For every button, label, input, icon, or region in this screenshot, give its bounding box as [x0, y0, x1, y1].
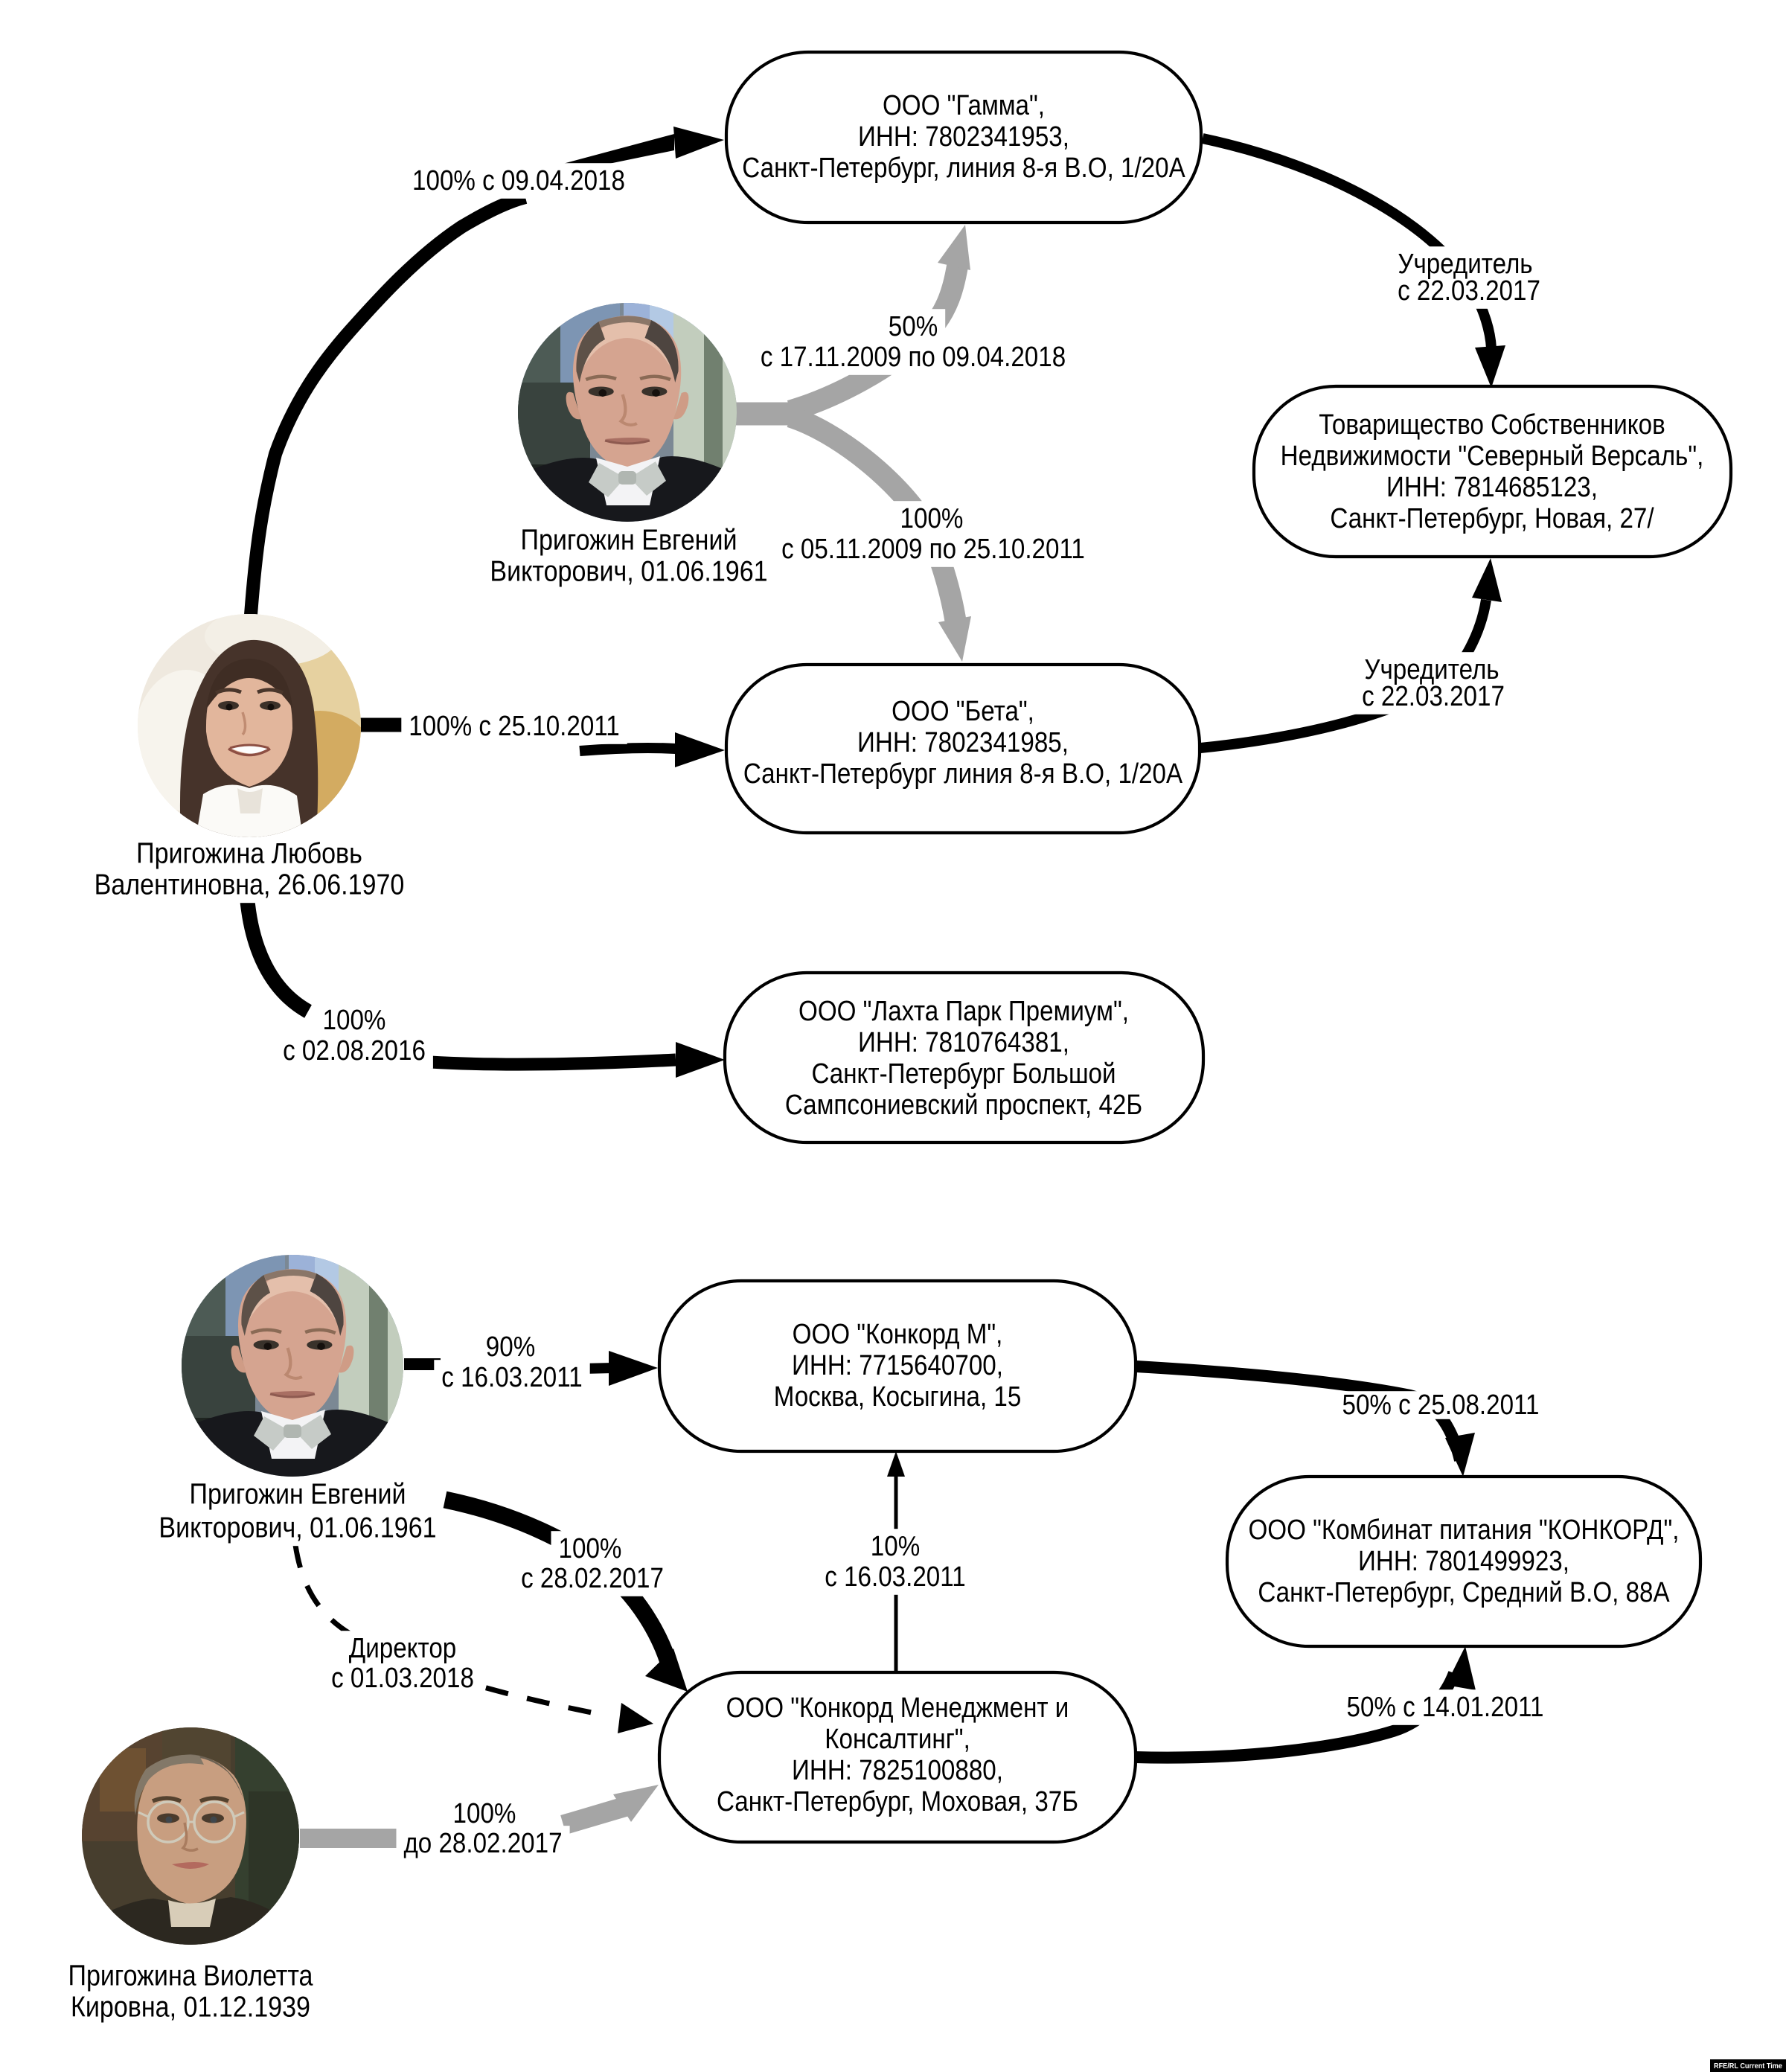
- svg-text:Директор: Директор: [349, 1633, 457, 1664]
- svg-text:ООО "Конкорд Менеджмент и: ООО "Конкорд Менеджмент и: [726, 1692, 1069, 1724]
- svg-text:Викторович, 01.06.1961: Викторович, 01.06.1961: [490, 556, 767, 588]
- svg-text:с 22.03.2017: с 22.03.2017: [1398, 275, 1540, 307]
- svg-text:Пригожина Любовь: Пригожина Любовь: [136, 838, 362, 870]
- svg-text:ИНН: 7814685123,: ИНН: 7814685123,: [1386, 472, 1598, 503]
- svg-text:Товарищество Собственников: Товарищество Собственников: [1319, 409, 1665, 441]
- svg-text:ИНН: 7801499923,: ИНН: 7801499923,: [1358, 1546, 1569, 1577]
- svg-text:ООО "Бета",: ООО "Бета",: [892, 696, 1034, 727]
- svg-text:с 17.11.2009 по 09.04.2018: с 17.11.2009 по 09.04.2018: [761, 342, 1066, 373]
- svg-text:Москва, Косыгина, 15: Москва, Косыгина, 15: [774, 1381, 1022, 1413]
- svg-text:до 28.02.2017: до 28.02.2017: [403, 1828, 562, 1859]
- svg-text:50%: 50%: [889, 311, 938, 342]
- svg-text:100%: 100%: [900, 503, 964, 534]
- svg-text:с 16.03.2011: с 16.03.2011: [441, 1362, 582, 1393]
- svg-text:90%: 90%: [486, 1331, 535, 1363]
- svg-text:100%: 100%: [323, 1005, 386, 1036]
- svg-text:с 02.08.2016: с 02.08.2016: [283, 1035, 426, 1067]
- svg-text:Санкт-Петербург Большой: Санкт-Петербург Большой: [811, 1058, 1116, 1090]
- svg-text:Санкт-Петербург, Средний В.О,: Санкт-Петербург, Средний В.О, 88А: [1258, 1577, 1670, 1608]
- svg-text:Санкт-Петербург, Новая, 27/: Санкт-Петербург, Новая, 27/: [1330, 503, 1654, 534]
- svg-text:Учредитель: Учредитель: [1398, 249, 1532, 280]
- svg-text:ИНН: 7802341985,: ИНН: 7802341985,: [857, 727, 1069, 758]
- svg-text:с 01.03.2018: с 01.03.2018: [331, 1663, 474, 1694]
- svg-text:с 28.02.2017: с 28.02.2017: [521, 1563, 664, 1594]
- svg-text:100%: 100%: [559, 1533, 622, 1564]
- svg-text:Недвижимости "Северный Версаль: Недвижимости "Северный Версаль",: [1281, 441, 1704, 472]
- svg-text:с 16.03.2011: с 16.03.2011: [825, 1561, 965, 1593]
- svg-text:10%: 10%: [871, 1531, 920, 1562]
- svg-text:Викторович, 01.06.1961: Викторович, 01.06.1961: [159, 1512, 436, 1544]
- svg-text:Пригожина Виолетта: Пригожина Виолетта: [68, 1960, 313, 1992]
- svg-text:Санкт-Петербург линия 8-я В.О,: Санкт-Петербург линия 8-я В.О, 1/20А: [743, 758, 1183, 790]
- svg-text:100% с 25.10.2011: 100% с 25.10.2011: [409, 711, 619, 742]
- svg-text:ИНН: 7810764381,: ИНН: 7810764381,: [858, 1027, 1069, 1058]
- svg-text:ООО "Конкорд М",: ООО "Конкорд М",: [793, 1319, 1003, 1350]
- svg-text:Пригожин Евгений: Пригожин Евгений: [521, 525, 737, 557]
- svg-text:RFE/RL Current Time: RFE/RL Current Time: [1714, 2062, 1782, 2071]
- svg-text:100%: 100%: [453, 1798, 516, 1829]
- svg-text:50% с 25.08.2011: 50% с 25.08.2011: [1342, 1390, 1540, 1421]
- svg-text:ООО "Гамма",: ООО "Гамма",: [883, 90, 1045, 121]
- svg-text:ИНН: 7715640700,: ИНН: 7715640700,: [792, 1350, 1003, 1381]
- svg-text:ИНН: 7802341953,: ИНН: 7802341953,: [858, 121, 1069, 153]
- svg-text:Пригожин Евгений: Пригожин Евгений: [190, 1479, 406, 1511]
- svg-text:Санкт-Петербург, Моховая, 37Б: Санкт-Петербург, Моховая, 37Б: [717, 1786, 1078, 1817]
- svg-text:Сампсониевский проспект, 42Б: Сампсониевский проспект, 42Б: [785, 1090, 1142, 1121]
- svg-text:Санкт-Петербург, линия 8-я В.О: Санкт-Петербург, линия 8-я В.О, 1/20А: [742, 153, 1185, 184]
- svg-text:Консалтинг",: Консалтинг",: [825, 1724, 970, 1755]
- svg-text:50% с 14.01.2011: 50% с 14.01.2011: [1347, 1692, 1544, 1723]
- svg-text:ИНН: 7825100880,: ИНН: 7825100880,: [792, 1755, 1003, 1786]
- svg-text:100% с 09.04.2018: 100% с 09.04.2018: [412, 165, 625, 196]
- svg-text:ООО "Комбинат питания "КОНКОРД: ООО "Комбинат питания "КОНКОРД",: [1249, 1515, 1680, 1546]
- svg-text:Валентиновна, 26.06.1970: Валентиновна, 26.06.1970: [95, 869, 405, 901]
- svg-text:ООО "Лахта Парк Премиум",: ООО "Лахта Парк Премиум",: [798, 996, 1129, 1027]
- svg-text:с 22.03.2017: с 22.03.2017: [1362, 681, 1505, 712]
- svg-text:Кировна, 01.12.1939: Кировна, 01.12.1939: [71, 1992, 310, 2024]
- svg-text:с 05.11.2009 по 25.10.2011: с 05.11.2009 по 25.10.2011: [781, 534, 1085, 565]
- svg-text:Учредитель: Учредитель: [1364, 654, 1499, 685]
